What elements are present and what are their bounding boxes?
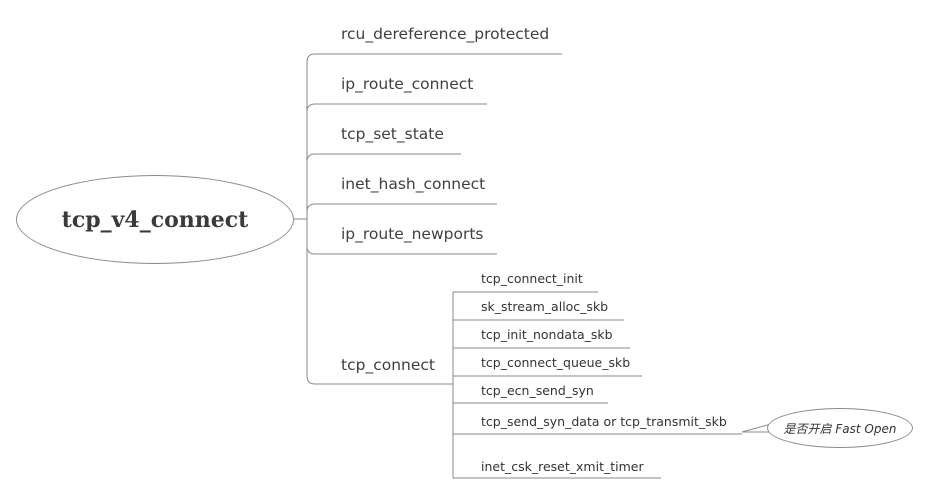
root-label: tcp_v4_connect <box>61 206 249 233</box>
branch-tcp-set-state <box>306 153 461 163</box>
node-inet-hash-connect: inet_hash_connect <box>341 175 486 193</box>
fast-open-callout-label: 是否开启 Fast Open <box>783 421 897 436</box>
root-node: tcp_v4_connect <box>16 175 294 264</box>
node-tcp-connect: tcp_connect <box>341 356 435 374</box>
node-ip-route-newports: ip_route_newports <box>341 225 484 243</box>
node-tcp-ecn-send-syn: tcp_ecn_send_syn <box>481 383 594 398</box>
node-tcp-init-nondata-skb: tcp_init_nondata_skb <box>481 327 613 342</box>
node-tcp-send-syn-data-or-tcp-transmit-skb: tcp_send_syn_data or tcp_transmit_skb <box>481 414 727 429</box>
node-rcu-dereference-protected: rcu_dereference_protected <box>341 25 550 43</box>
node-inet-csk-reset-xmit-timer: inet_csk_reset_xmit_timer <box>481 459 644 474</box>
branch-tcp-connect <box>306 375 441 385</box>
node-tcp-set-state: tcp_set_state <box>341 125 444 143</box>
branch-ip-route-newports <box>306 245 497 255</box>
node-tcp-connect-queue-skb: tcp_connect_queue_skb <box>481 355 631 370</box>
node-tcp-connect-init: tcp_connect_init <box>481 271 583 286</box>
branch-rcu-dereference-protected <box>306 53 562 63</box>
fast-open-callout: 是否开启 Fast Open <box>767 408 913 448</box>
branch-ip-route-connect <box>306 103 487 113</box>
branch-inet-hash-connect <box>306 203 497 213</box>
node-ip-route-connect: ip_route_connect <box>341 75 474 93</box>
node-sk-stream-alloc-skb: sk_stream_alloc_skb <box>481 299 609 314</box>
